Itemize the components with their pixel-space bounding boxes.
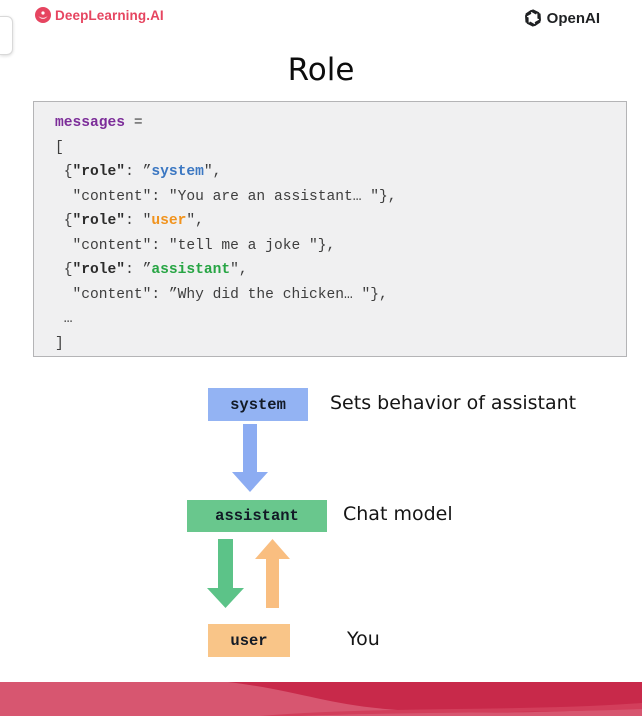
code-line: … [55,307,616,332]
side-panel-handle[interactable] [0,16,13,55]
code-line: messages = [55,111,616,136]
code-token-p: = [125,115,143,131]
arrow-down-blue-icon [232,424,268,492]
code-line: {"role": ”system", [55,160,616,185]
code-line: "content": ”Why did the chicken… "}, [55,283,616,308]
diagram-desc-user: You [347,628,380,650]
code-token-p: : ” [125,262,152,278]
diagram-box-assistant-label: assistant [215,507,299,525]
code-token-p: ", [230,262,248,278]
openai-icon [523,8,543,28]
diagram-desc-system: Sets behavior of assistant [330,392,577,414]
code-token-p: ", [203,164,222,180]
code-token-p: "content": "tell me a joke "}, [55,237,336,254]
diagram-box-user: user [208,624,290,657]
code-token-b: "role" [72,213,126,229]
diagram-box-system: system [208,388,308,421]
code-token-ast: assistant [151,262,231,278]
code-line: [ [55,136,616,161]
diagram-box-user-label: user [230,631,268,650]
code-token-var: messages [55,115,126,131]
openai-logo: OpenAI [523,8,600,28]
diagram-box-assistant: assistant [187,500,327,532]
deeplearning-icon [35,7,51,23]
code-token-p: : " [125,213,152,229]
footer-banner [0,682,642,716]
page-title: Role [287,52,355,88]
code-token-p: ", [186,213,204,229]
code-line: "content": "You are an assistant… "}, [55,185,616,210]
arrow-down-green-icon [207,539,244,608]
diagram-box-system-label: system [230,395,286,414]
code-token-p: { [55,164,73,180]
code-token-p: … [55,311,73,327]
code-token-p: { [55,213,73,229]
deeplearning-logo: DeepLearning.AI [35,7,164,23]
code-line: "content": "tell me a joke "}, [55,234,616,259]
code-token-p: "content": ”Why did the chicken… "}, [55,286,388,303]
code-token-p: { [55,262,73,278]
code-token-usr: user [151,213,187,229]
diagram-desc-assistant: Chat model [343,503,453,525]
code-line: {"role": ”assistant", [55,258,616,283]
code-token-b: "role" [72,262,126,278]
code-token-p: : ” [125,164,152,180]
code-token-p: [ [55,139,64,156]
code-block: messages =[ {"role": ”system", "content"… [33,101,627,357]
code-token-p: "content": "You are an assistant… "}, [55,188,397,205]
code-line: {"role": "user", [55,209,616,234]
openai-logo-text: OpenAI [546,9,600,27]
code-token-b: "role" [72,164,126,180]
code-token-p: ] [55,335,64,352]
code-line: ] [55,332,616,357]
deeplearning-logo-text: DeepLearning.AI [55,7,164,23]
arrow-up-orange-icon [255,539,290,608]
code-token-sys: system [151,164,204,180]
